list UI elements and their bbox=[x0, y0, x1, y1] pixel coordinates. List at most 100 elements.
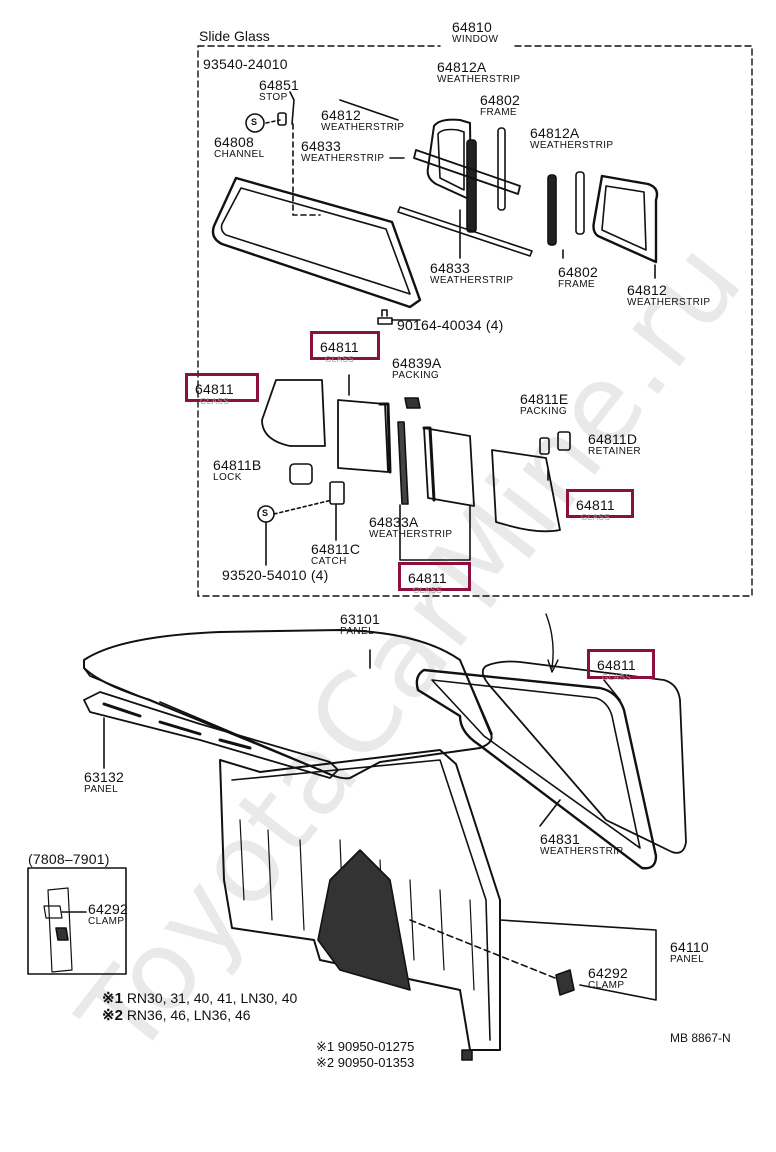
part-number: 63101 bbox=[340, 611, 380, 627]
part-name: FRAME bbox=[480, 107, 517, 118]
clamp-64292-right bbox=[555, 969, 575, 996]
part-number: 64292 bbox=[588, 965, 628, 981]
clip-note-2: ※2 90950-01353 bbox=[316, 1055, 415, 1070]
part-name: PACKING bbox=[392, 370, 440, 381]
weatherstrip-64812-left bbox=[426, 118, 472, 201]
part-64831: 64831 WEATHERSTRIP bbox=[540, 832, 624, 857]
screw-s-lower-label: S bbox=[262, 508, 269, 518]
part-64808: 64808 CHANNEL bbox=[214, 135, 265, 160]
catch-64811c bbox=[329, 481, 345, 505]
clip-note-1: ※1 90950-01275 bbox=[316, 1039, 415, 1054]
part-64812a-upper: 64812A WEATHERSTRIP bbox=[437, 60, 521, 85]
part-number: 64833A bbox=[369, 514, 419, 530]
part-number: 64851 bbox=[259, 77, 299, 93]
part-63101: 63101 PANEL bbox=[340, 612, 380, 637]
glass-panel-mid-left bbox=[337, 399, 389, 473]
glass-part-number: 64811 bbox=[408, 570, 447, 586]
part-number: 64812A bbox=[530, 125, 580, 141]
diagram-code: MB 8867-N bbox=[670, 1031, 731, 1045]
part-number: 64833 bbox=[301, 138, 341, 154]
part-number: 64812A bbox=[437, 59, 487, 75]
weatherstrip-64812-right bbox=[592, 174, 659, 264]
glass-part-number: 64811 bbox=[576, 497, 615, 513]
part-63132: 63132 PANEL bbox=[84, 770, 124, 795]
retainer-64811d bbox=[557, 431, 571, 451]
part-64811b: 64811B LOCK bbox=[213, 458, 261, 483]
bolt-90164 bbox=[377, 309, 393, 325]
part-93540: 93540-24010 bbox=[203, 56, 288, 72]
slide-glass-label: Slide Glass bbox=[199, 28, 270, 44]
part-64802-lower: 64802 FRAME bbox=[558, 265, 598, 290]
part-name: CLAMP bbox=[88, 916, 125, 927]
back-panel-64110 bbox=[219, 749, 501, 1051]
part-name: CHANNEL bbox=[214, 149, 265, 160]
part-number: 64811E bbox=[520, 391, 569, 407]
highlight-glass-1: 64811 GLASS bbox=[310, 331, 380, 364]
part-64833a: 64833A WEATHERSTRIP bbox=[369, 515, 453, 540]
inset-box-7808-7901 bbox=[27, 867, 127, 975]
part-64812-upper: 64812 WEATHERSTRIP bbox=[321, 108, 405, 133]
part-name: PACKING bbox=[520, 406, 568, 417]
weatherstrip-64812a-upper bbox=[466, 139, 477, 233]
screw-s-upper-label: S bbox=[251, 117, 258, 127]
packing-64811e bbox=[539, 437, 550, 455]
part-64839a: 64839A PACKING bbox=[392, 356, 441, 381]
part-number: 64811C bbox=[311, 541, 361, 557]
part-64292-main: 64292 CLAMP bbox=[588, 966, 628, 991]
note-2-mark: ※2 bbox=[102, 1007, 123, 1024]
part-64292-inset: 64292 CLAMP bbox=[88, 902, 128, 927]
part-90164: 90164-40034 (4) bbox=[397, 317, 504, 333]
highlight-glass-4: 64811 GLASS bbox=[398, 562, 471, 595]
part-name: WEATHERSTRIP bbox=[437, 74, 521, 85]
part-64812a-lower: 64812A WEATHERSTRIP bbox=[530, 126, 614, 151]
weatherstrip-64833a bbox=[397, 421, 409, 505]
part-name: WEATHERSTRIP bbox=[321, 122, 405, 133]
part-number: 64802 bbox=[558, 264, 598, 280]
packing-64839a bbox=[404, 397, 421, 409]
glass-part-name: GLASS bbox=[581, 513, 611, 522]
part-number: 64802 bbox=[480, 92, 520, 108]
glass-big-64811 bbox=[481, 660, 687, 854]
part-name: PANEL bbox=[84, 784, 119, 795]
part-64811e: 64811E PACKING bbox=[520, 392, 568, 417]
part-name: CLAMP bbox=[588, 980, 625, 991]
note-2-text: RN36, 46, LN36, 46 bbox=[126, 1007, 251, 1023]
part-number: 64810 bbox=[452, 19, 492, 35]
glass-part-name: GLASS bbox=[602, 673, 632, 682]
glass-part-name: GLASS bbox=[325, 355, 355, 364]
glass-part-name: GLASS bbox=[413, 586, 443, 595]
roof-panel-63101 bbox=[83, 629, 493, 780]
part-64811c: 64811C CATCH bbox=[311, 542, 360, 567]
part-64810: 64810 WINDOW bbox=[452, 20, 498, 45]
slide-glass-group-border bbox=[197, 45, 753, 597]
part-name: PANEL bbox=[340, 626, 375, 637]
part-name: PANEL bbox=[670, 954, 705, 965]
part-name: CATCH bbox=[311, 556, 347, 567]
glass-panel-mid-right bbox=[423, 427, 475, 507]
part-93520: 93520-54010 (4) bbox=[222, 567, 329, 583]
note-1-text: RN30, 31, 40, 41, LN30, 40 bbox=[126, 990, 298, 1006]
inset-period-label: (7808–7901) bbox=[28, 851, 110, 867]
part-number: 63132 bbox=[84, 769, 124, 785]
glass-part-number: 64811 bbox=[320, 339, 359, 355]
part-64110: 64110 PANEL bbox=[670, 940, 709, 965]
glass-part-number: 64811 bbox=[195, 381, 234, 397]
weatherstrip-64831 bbox=[415, 668, 658, 870]
part-number: 64292 bbox=[88, 901, 128, 917]
part-number: 64839A bbox=[392, 355, 442, 371]
part-name: WEATHERSTRIP bbox=[530, 140, 614, 151]
part-64851: 64851 STOP bbox=[259, 78, 299, 103]
glass-part-number: 64811 bbox=[597, 657, 636, 673]
part-name: WEATHERSTRIP bbox=[301, 153, 385, 164]
part-name: LOCK bbox=[213, 472, 242, 483]
part-name: RETAINER bbox=[588, 446, 642, 457]
note-1-mark: ※1 bbox=[102, 990, 123, 1007]
part-64833-upper: 64833 WEATHERSTRIP bbox=[301, 139, 385, 164]
glass-panel-right bbox=[491, 449, 561, 533]
note-1: ※1 RN30, 31, 40, 41, LN30, 40 bbox=[102, 991, 297, 1006]
screw-s-upper bbox=[245, 113, 265, 133]
glass-part-name: GLASS bbox=[200, 397, 230, 406]
channel-64808 bbox=[211, 176, 422, 309]
part-name: WINDOW bbox=[452, 34, 499, 45]
